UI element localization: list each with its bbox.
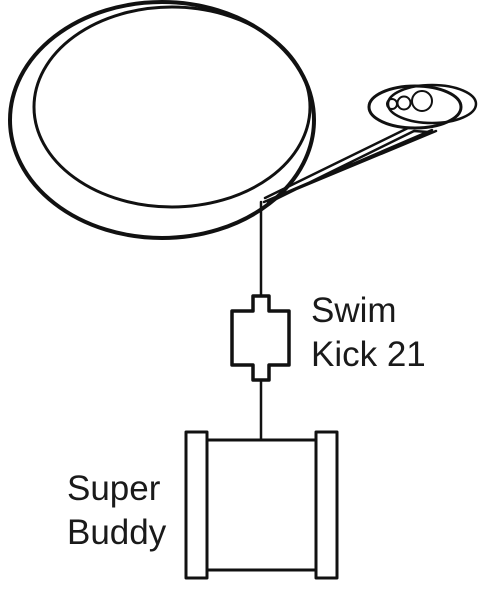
swim-kick-label-line2: Kick 21 [311, 335, 426, 374]
super-buddy-label-line2: Buddy [67, 513, 167, 552]
spool-right-flange [314, 430, 339, 580]
swim-kick-label-line1: Swim [311, 291, 397, 330]
circle-icon-large [411, 90, 433, 112]
spool-left-flange [184, 430, 209, 580]
tail-connector [262, 126, 438, 205]
swim-kick-connector [230, 294, 291, 382]
large-ellipse [8, 0, 316, 240]
large-ellipse-back-outline [32, 5, 312, 209]
super-buddy-label-line1: Super [67, 469, 161, 508]
circle-icon-medium [396, 95, 412, 111]
